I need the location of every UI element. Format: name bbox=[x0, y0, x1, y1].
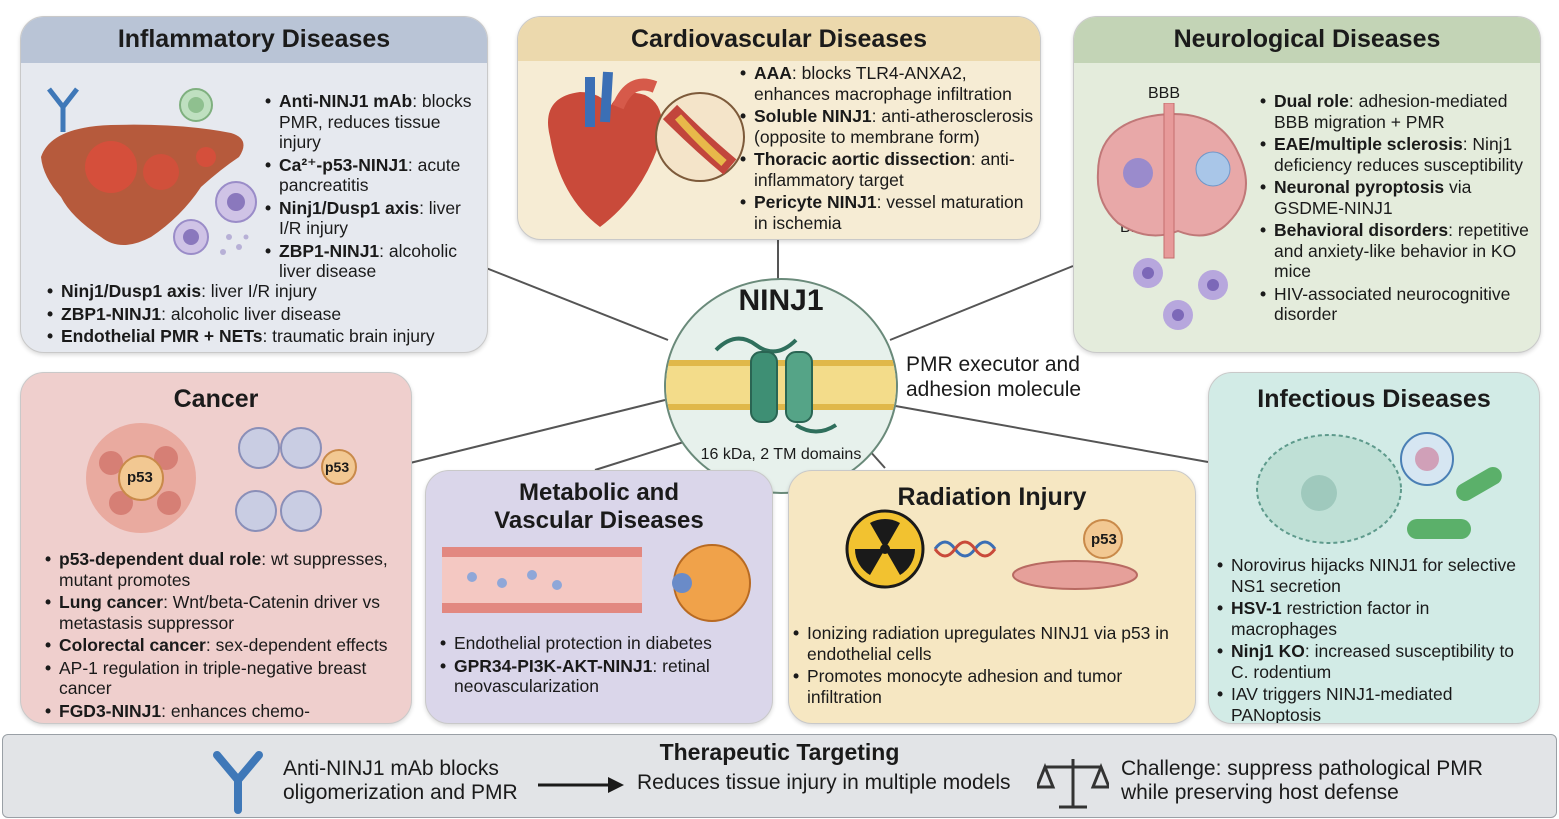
tumor-illustration bbox=[86, 423, 357, 533]
pathogen-illustration bbox=[1256, 432, 1502, 544]
cardiovascular-title: Cardiovascular Diseases bbox=[630, 25, 927, 53]
therapeutic-middle-text: Reduces tissue injury in multiple models bbox=[637, 771, 1011, 794]
list-item: AP-1 regulation in triple-negative breas… bbox=[45, 658, 405, 699]
list-item: ZBP1-NINJ1: alcoholic liver disease bbox=[47, 304, 477, 325]
list-item: FGD3-NINJ1: enhances chemo-immunogenicit… bbox=[45, 701, 405, 724]
radiation-list: Ionizing radiation upregulates NINJ1 via… bbox=[793, 623, 1193, 709]
list-item: ZBP1-NINJ1: alcoholic liver disease bbox=[265, 241, 485, 282]
cancer-title: Cancer bbox=[173, 385, 259, 413]
therapeutic-title: Therapeutic Targeting bbox=[659, 739, 900, 765]
inflammatory-panel: Inflammatory Diseases Anti-NINJ1 mAb: bl… bbox=[20, 16, 488, 353]
cancer-panel: Cancer p53 p53 p53-dependent dual role: … bbox=[20, 372, 412, 724]
list-item: Pericyte NINJ1: vessel maturation in isc… bbox=[740, 192, 1036, 233]
list-item: p53-dependent dual role: wt suppresses, … bbox=[45, 549, 405, 590]
infectious-list: Norovirus hijacks NINJ1 for selective NS… bbox=[1217, 555, 1535, 723]
heart-illustration bbox=[548, 71, 745, 227]
arrow-right-icon bbox=[538, 777, 624, 793]
inflammatory-header bbox=[21, 17, 487, 63]
list-item: Endothelial protection in diabetes bbox=[440, 633, 766, 654]
list-item: IAV triggers NINJ1-mediated PANoptosis bbox=[1217, 684, 1535, 723]
cardiovascular-panel: Cardiovascular Diseases AAA: blocks TLR4… bbox=[517, 16, 1041, 240]
list-item: Soluble NINJ1: anti-atherosclerosis (opp… bbox=[740, 106, 1036, 147]
neurological-title: Neurological Diseases bbox=[1173, 25, 1441, 53]
radiation-icon bbox=[855, 518, 915, 575]
radiation-panel: Radiation Injury p53 Ionizing radiation … bbox=[788, 470, 1196, 724]
list-item: HIV-associated neurocognitive disorder bbox=[1260, 284, 1536, 325]
neurological-header bbox=[1074, 17, 1540, 63]
p53-label-radiation: p53 bbox=[1091, 531, 1117, 548]
list-item: Ionizing radiation upregulates NINJ1 via… bbox=[793, 623, 1193, 664]
list-item: Anti-NINJ1 mAb: blocks PMR, reduces tiss… bbox=[265, 91, 485, 153]
list-item: Ninj1/Dusp1 axis: liver I/R injury bbox=[47, 281, 477, 302]
list-item: Lung cancer: Wnt/beta-Catenin driver vs … bbox=[45, 592, 405, 633]
ninj1-subtitle: 16 kDa, 2 TM domains bbox=[700, 446, 862, 463]
ninj1-description: PMR executor and adhesion molecule bbox=[906, 353, 1082, 401]
list-item: Thoracic aortic dissection: anti-inflamm… bbox=[740, 149, 1036, 190]
list-item: GPR34-PI3K-AKT-NINJ1: retinal neovascula… bbox=[440, 656, 766, 697]
p53-label-left: p53 bbox=[127, 469, 153, 486]
neurological-panel: Neurological Diseases BBB BBB Dual role:… bbox=[1073, 16, 1541, 353]
list-item: Dual role: adhesion-mediated BBB migrati… bbox=[1260, 91, 1536, 132]
list-item: Ninj1/Dusp1 axis: liver I/R injury bbox=[265, 198, 485, 239]
list-item: HSV-1 restriction factor in macrophages bbox=[1217, 598, 1535, 639]
antibody-icon bbox=[47, 87, 79, 132]
list-item: Behavioral disorders: repetitive and anx… bbox=[1260, 220, 1536, 282]
inflammatory-bottom-list: Ninj1/Dusp1 axis: liver I/R injury ZBP1-… bbox=[47, 281, 477, 349]
ninj1-title: NINJ1 bbox=[738, 284, 824, 317]
cardiovascular-header bbox=[518, 17, 1040, 61]
radiation-illustration bbox=[845, 509, 1138, 590]
list-item: Ca²⁺-p53-NINJ1: acute pancreatitis bbox=[265, 155, 485, 196]
p53-label-right: p53 bbox=[325, 459, 350, 475]
cardiovascular-list: AAA: blocks TLR4-ANXA2, enhances macroph… bbox=[740, 63, 1036, 235]
metabolic-title: Metabolic and Vascular Diseases bbox=[494, 479, 704, 534]
vessel-eye-illustration bbox=[442, 544, 751, 622]
list-item: Ninj1 KO: increased susceptibility to C.… bbox=[1217, 641, 1535, 682]
therapeutic-right-text: Challenge: suppress pathological PMR whi… bbox=[1121, 757, 1483, 804]
neurological-list: Dual role: adhesion-mediated BBB migrati… bbox=[1260, 91, 1536, 327]
antibody-icon bbox=[213, 751, 263, 814]
metabolic-list: Endothelial protection in diabetes GPR34… bbox=[440, 633, 766, 699]
list-item: Endothelial PMR + NETs: traumatic brain … bbox=[47, 326, 477, 347]
inflammatory-title: Inflammatory Diseases bbox=[117, 25, 391, 53]
liver-illustration bbox=[41, 87, 257, 255]
membrane-protein-illustration bbox=[666, 336, 896, 434]
inflammatory-right-list: Anti-NINJ1 mAb: blocks PMR, reduces tiss… bbox=[265, 91, 485, 284]
list-item: Neuronal pyroptosis via GSDME-NINJ1 bbox=[1260, 177, 1536, 218]
infectious-panel: Infectious Diseases Norovirus hijacks NI… bbox=[1208, 372, 1540, 724]
bbb-label-top: BBB bbox=[1148, 85, 1181, 102]
list-item: Norovirus hijacks NINJ1 for selective NS… bbox=[1217, 555, 1535, 596]
brain-illustration bbox=[1096, 103, 1247, 330]
list-item: AAA: blocks TLR4-ANXA2, enhances macroph… bbox=[740, 63, 1036, 104]
list-item: Colorectal cancer: sex-dependent effects bbox=[45, 635, 405, 656]
ninj1-center: NINJ1 16 kDa, 2 TM domains bbox=[664, 278, 898, 494]
therapeutic-panel: Therapeutic Targeting Anti-NINJ1 mAb blo… bbox=[2, 734, 1557, 818]
balance-scale-icon bbox=[1037, 759, 1109, 809]
metabolic-panel: Metabolic and Vascular Diseases Endothel… bbox=[425, 470, 773, 724]
radiation-title: Radiation Injury bbox=[897, 483, 1087, 511]
infectious-title: Infectious Diseases bbox=[1257, 385, 1491, 413]
list-item: EAE/multiple sclerosis: Ninj1 deficiency… bbox=[1260, 134, 1536, 175]
therapeutic-left-text: Anti-NINJ1 mAb blocks oligomerization an… bbox=[283, 757, 518, 804]
list-item: Promotes monocyte adhesion and tumor inf… bbox=[793, 666, 1193, 707]
cancer-list: p53-dependent dual role: wt suppresses, … bbox=[45, 549, 405, 724]
